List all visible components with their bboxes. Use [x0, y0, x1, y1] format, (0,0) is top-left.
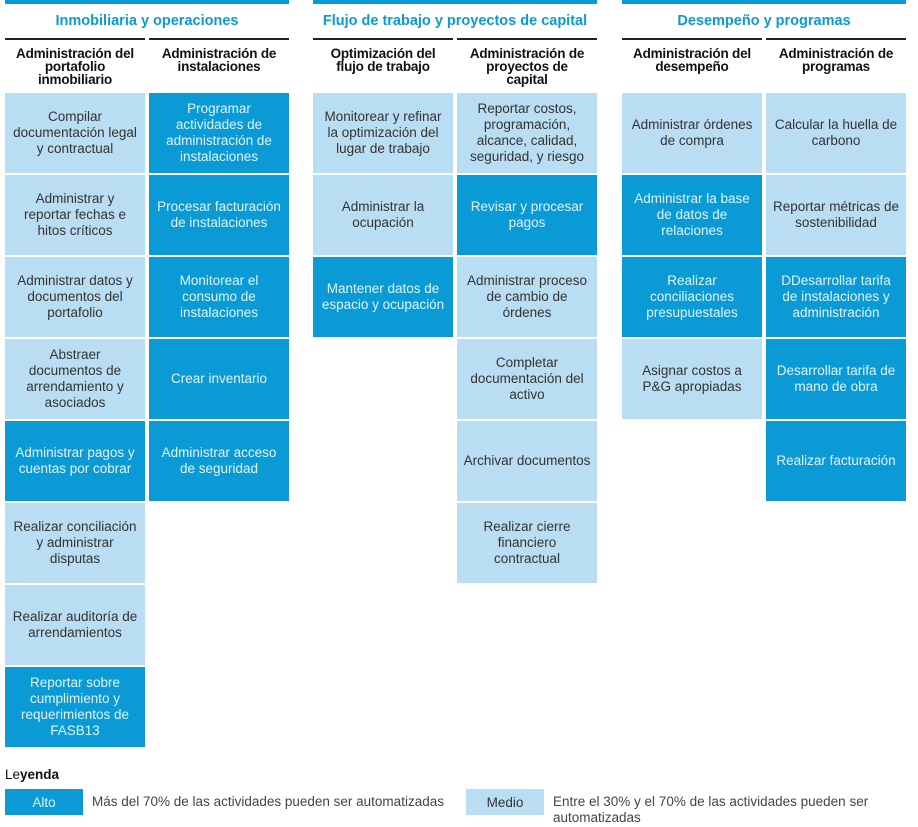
section-title: Inmobiliaria y operaciones	[5, 0, 289, 38]
activity-list: Reportar costos, programación, alcance, …	[457, 93, 597, 583]
activity-cell-medio: Realizar cierre financiero contractual	[457, 503, 597, 583]
activity-cell-alto: Programar actividades de administración …	[149, 93, 289, 173]
activity-cell-alto: Desarrollar tarifa de mano de obra	[766, 339, 906, 419]
legend-item-medio: Medio Entre el 30% y el 70% de las activ…	[466, 789, 913, 826]
activity-cell-medio: Realizar auditoría de arrendamientos	[5, 585, 145, 665]
activity-cell-alto: Realizar conciliaciones presupuestales	[622, 257, 762, 337]
legend-swatch-medio: Medio	[466, 789, 544, 815]
activity-list: Compilar documentación legal y contractu…	[5, 93, 145, 747]
activity-cell-medio: Administrar y reportar fechas e hitos cr…	[5, 175, 145, 255]
section-title: Flujo de trabajo y proyectos de capital	[313, 0, 597, 38]
activity-cell-medio: Administrar proceso de cambio de órdenes	[457, 257, 597, 337]
activity-cell-alto: Mantener datos de espacio y ocupación	[313, 257, 453, 337]
column-header-line: instalaciones	[177, 59, 261, 74]
legend-description-medio: Entre el 30% y el 70% de las actividades…	[553, 794, 869, 825]
legend-description-alto: Más del 70% de las actividades pueden se…	[92, 794, 444, 809]
activity-cell-alto: Revisar y procesar pagos	[457, 175, 597, 255]
legend-swatch-alto: Alto	[5, 789, 83, 815]
activity-cell-medio: Archivar documentos	[457, 421, 597, 501]
column-header-line: Administración de	[469, 46, 585, 61]
activity-cell-alto: Administrar la base de datos de relacion…	[622, 175, 762, 255]
column-header-line: desempeño	[655, 59, 729, 74]
activity-cell-medio: Reportar costos, programación, alcance, …	[457, 93, 597, 173]
activity-cell-medio: Compilar documentación legal y contractu…	[5, 93, 145, 173]
activity-cell-alto: Monitorear el consumo de instalaciones	[149, 257, 289, 337]
activity-cell-alto: Reportar sobre cumplimiento y requerimie…	[5, 667, 145, 747]
column-header-line: Administración del	[633, 46, 751, 61]
activity-cell-medio: Asignar costos a P&G apropiadas	[622, 339, 762, 419]
activity-cell-medio: Calcular la huella de carbono	[766, 93, 906, 173]
column-header-line: Optimización del	[330, 46, 436, 61]
column-header-line: portafolio	[44, 59, 106, 74]
activity-cell-alto: Administrar pagos y cuentas por cobrar	[5, 421, 145, 501]
column-header-line: programas	[802, 59, 870, 74]
column-header-line: proyectos de	[486, 59, 568, 74]
column-header-line: Administración de	[161, 46, 277, 61]
activity-cell-medio: Abstraer documentos de arrendamiento y a…	[5, 339, 145, 419]
column-header-line: flujo de trabajo	[336, 59, 430, 74]
activity-cell-medio: Completar documentación del activo	[457, 339, 597, 419]
section-title: Desempeño y programas	[622, 0, 906, 38]
legend-item-alto: Alto Más del 70% de las actividades pued…	[5, 789, 462, 815]
activity-cell-medio: Reportar métricas de sostenibilidad	[766, 175, 906, 255]
activity-cell-alto: Administrar acceso de seguridad	[149, 421, 289, 501]
activity-cell-medio: Administrar órdenes de compra	[622, 93, 762, 173]
column-header-line: Administración del	[16, 46, 134, 61]
column-header-line: inmobiliario	[37, 72, 113, 87]
activity-cell-alto: Realizar facturación	[766, 421, 906, 501]
activity-list: Programar actividades de administración …	[149, 93, 289, 501]
activity-cell-medio: Monitorear y refinar la optimización del…	[313, 93, 453, 173]
activity-cell-alto: DDesarrollar tarifa de instalaciones y a…	[766, 257, 906, 337]
activity-cell-alto: Crear inventario	[149, 339, 289, 419]
activity-cell-medio: Administrar la ocupación	[313, 175, 453, 255]
column-header-line: capital	[506, 72, 548, 87]
column-header-line: Administración de	[778, 46, 894, 61]
activity-cell-medio: Realizar conciliación y administrar disp…	[5, 503, 145, 583]
activity-cell-medio: Administrar datos y documentos del porta…	[5, 257, 145, 337]
activity-cell-alto: Procesar facturación de instalaciones	[149, 175, 289, 255]
legend-title: Leyenda	[5, 767, 60, 782]
activity-list: Monitorear y refinar la optimización del…	[313, 93, 453, 337]
